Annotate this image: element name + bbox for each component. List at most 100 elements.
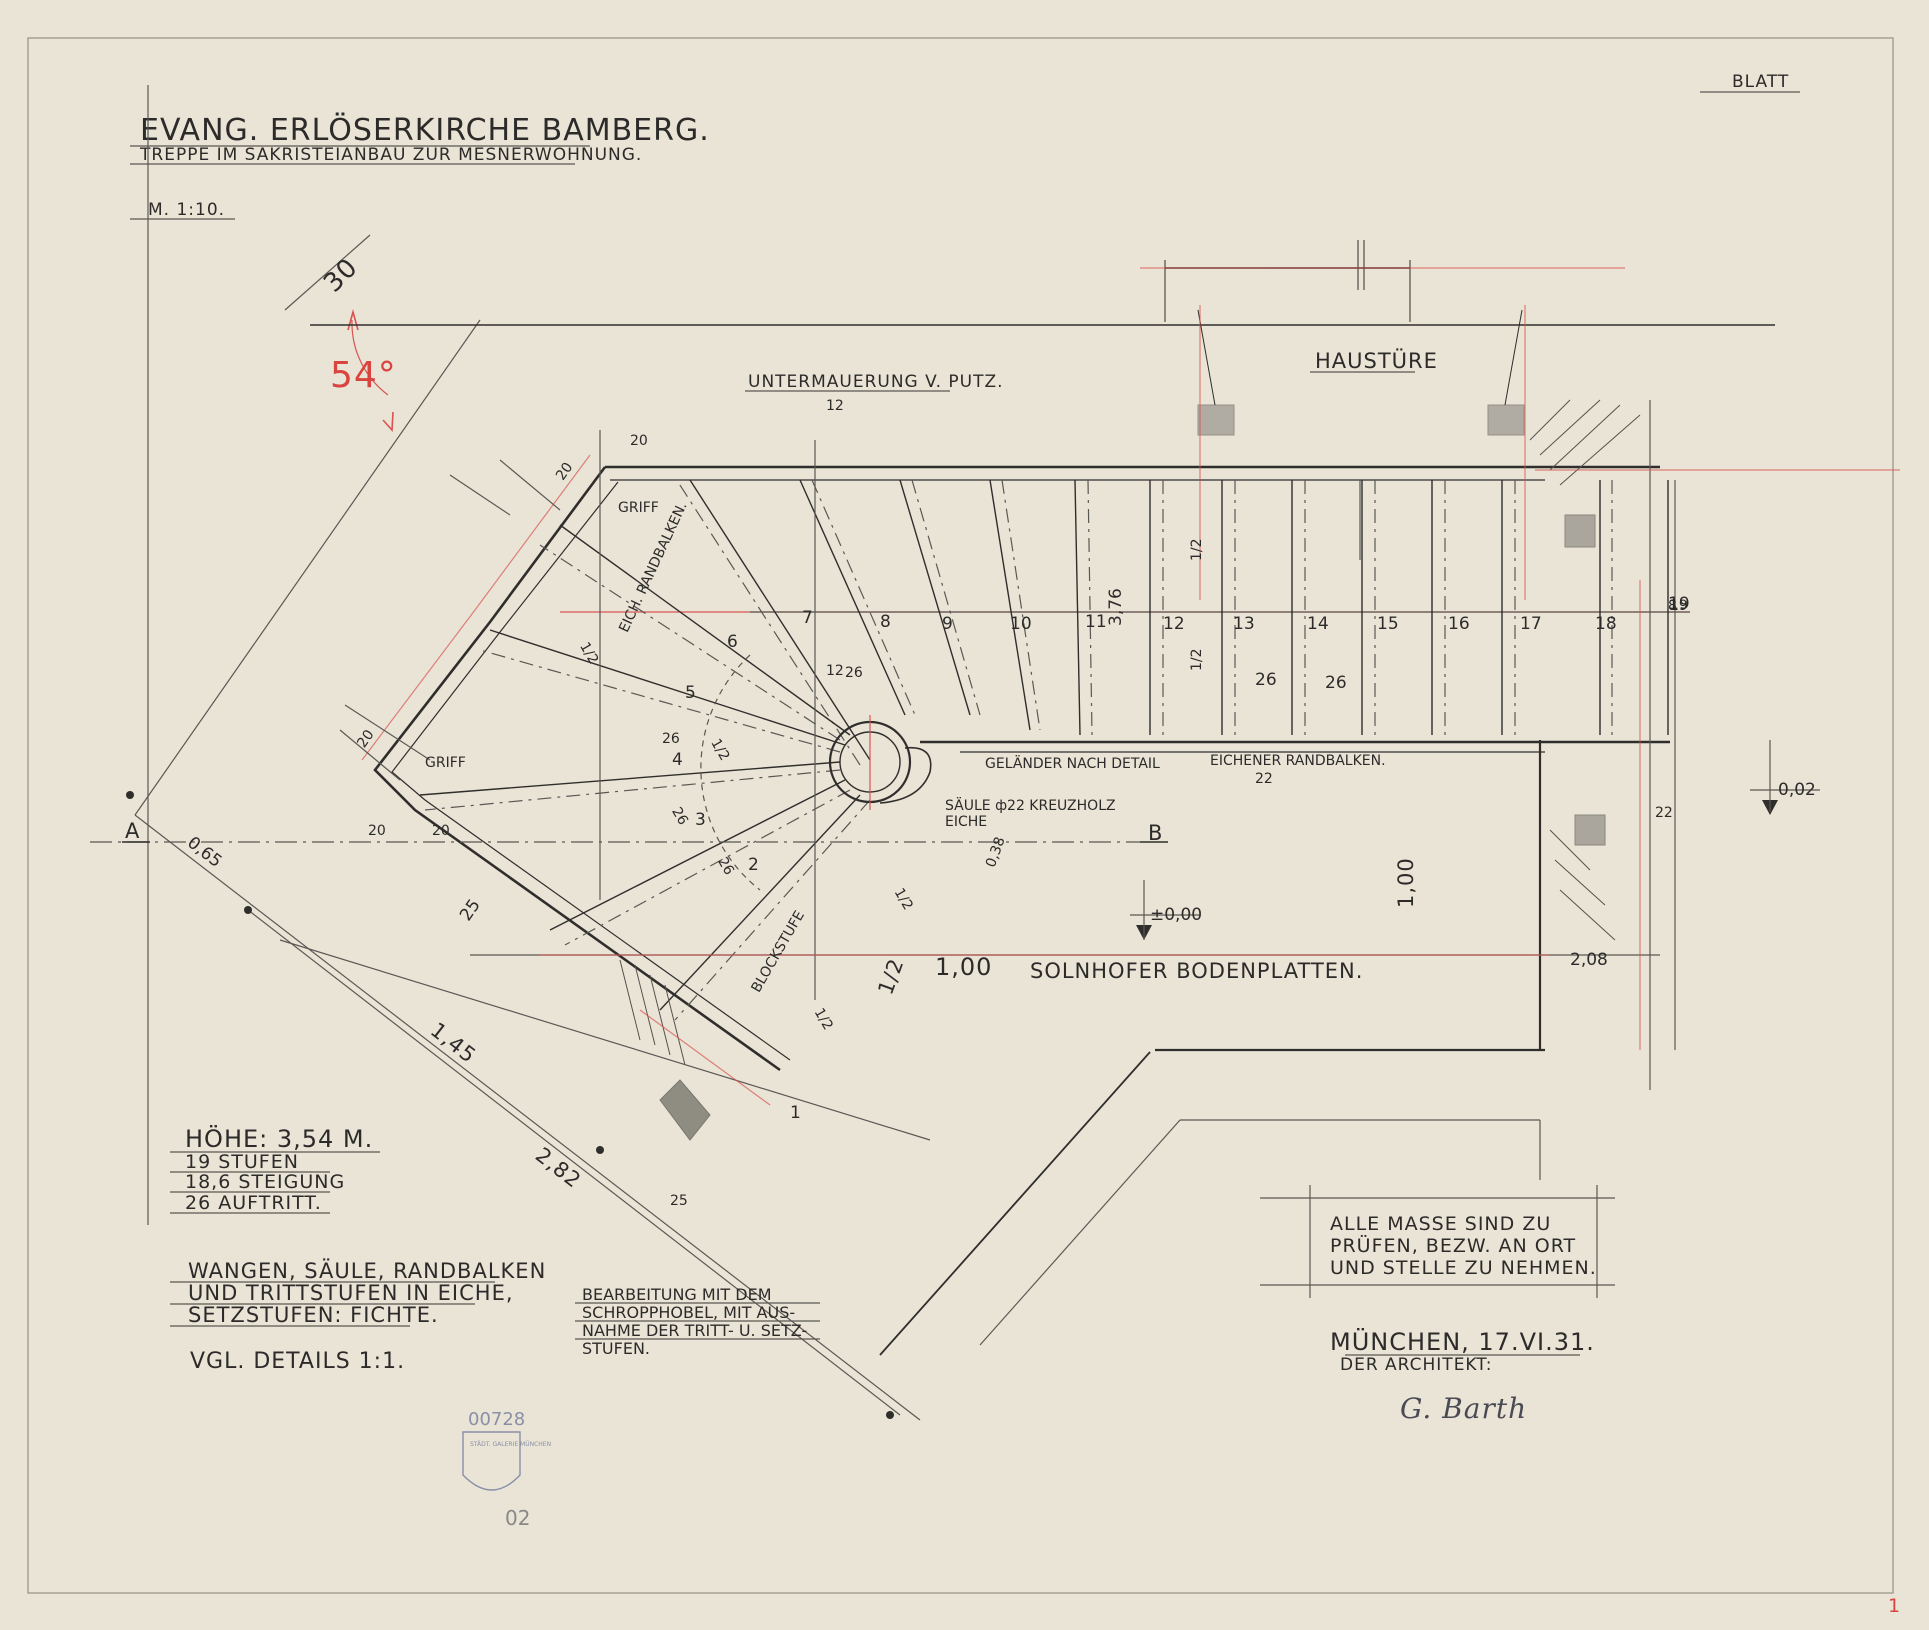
winder-tread xyxy=(419,761,841,796)
dim-tick xyxy=(449,474,511,516)
hatch xyxy=(1549,404,1621,471)
red-construction-lines xyxy=(540,267,1900,1106)
dimension-label: 26 xyxy=(845,665,863,681)
architect-signoff: MÜNCHEN, 17.VI.31. DER ARCHITEKT: G. Bar… xyxy=(1330,1327,1594,1425)
processing-note: BEARBEITUNG MIT DEM SCHROPPHOBEL, MIT AU… xyxy=(575,1285,820,1358)
dim-node xyxy=(244,906,252,914)
angle-arrow-top xyxy=(347,309,359,331)
edge-beam-dim: 22 xyxy=(1255,771,1273,787)
materials-details-ref: VGL. DETAILS 1:1. xyxy=(190,1349,405,1374)
dimension-label: 1,00 xyxy=(1394,857,1418,908)
diagonal-dimension-chains xyxy=(126,459,931,1421)
winder-tread xyxy=(424,769,841,811)
dimension-label: 20 xyxy=(432,823,450,839)
level-top-value: 0,02 xyxy=(1778,780,1816,800)
tread-line xyxy=(989,479,1031,731)
sheet-header: BLATT EVANG. ERLÖSERKIRCHE BAMBERG. TREP… xyxy=(130,72,1800,1225)
step-number: 5 xyxy=(685,683,696,703)
dim-node xyxy=(886,1411,894,1419)
spec-rise: 18,6 STEIGUNG xyxy=(185,1171,345,1193)
section-label-a: A xyxy=(125,819,140,843)
tread-line xyxy=(1074,479,1081,736)
notice-line-1: ALLE MASSE SIND ZU xyxy=(1330,1213,1551,1235)
winder-ghost-polygon xyxy=(361,454,591,761)
dimension-label: 20 xyxy=(368,823,386,839)
spec-height: HÖHE: 3,54 M. xyxy=(185,1124,373,1153)
material-notes: WANGEN, SÄULE, RANDBALKEN UND TRITTSTUFE… xyxy=(170,1258,545,1374)
section-line: A B xyxy=(90,819,1168,845)
processing-line-2: SCHROPPHOBEL, MIT AUS- xyxy=(582,1303,795,1322)
drawing-scale: M. 1:10. xyxy=(148,200,225,220)
angle-guide-line xyxy=(134,319,481,816)
level-marker-top: 0,02 xyxy=(1750,740,1820,815)
hatch xyxy=(619,959,641,1041)
stamp-institution: STÄDT. GALERIE MÜNCHEN xyxy=(470,1441,551,1448)
step-number: 18 xyxy=(1595,614,1617,634)
front-door-label: HAUSTÜRE xyxy=(1315,348,1438,373)
notice-line-3: UND STELLE ZU NEHMEN. xyxy=(1330,1257,1597,1279)
step-number: 15 xyxy=(1377,614,1399,634)
wall-pier-upper xyxy=(1564,514,1596,548)
winder-tread xyxy=(674,799,871,1021)
spec-steps: 19 STUFEN xyxy=(185,1151,299,1173)
architect-role: DER ARCHITEKT: xyxy=(1340,1355,1493,1375)
dimension-label: 26 xyxy=(668,805,691,829)
tread-line xyxy=(799,479,906,716)
level-zero-value: ±0,00 xyxy=(1150,905,1202,925)
section-label-b: B xyxy=(1148,821,1163,845)
central-column xyxy=(828,715,932,810)
step-number: 10 xyxy=(1010,614,1032,634)
dimension-label: 3,76 xyxy=(1106,588,1126,626)
dim-tick xyxy=(499,459,561,511)
dimension-label: 8 xyxy=(1668,598,1677,614)
step-number-labels: 1 2 3 4 5 6 7 8 9 10 11 12 13 14 15 16 1… xyxy=(672,594,1690,1123)
hatch xyxy=(1554,859,1606,906)
hatch xyxy=(1549,829,1591,871)
dim-node xyxy=(126,791,134,799)
sheet-label: BLATT xyxy=(1732,72,1789,92)
dimension-label: 1/2 xyxy=(1189,538,1205,561)
step-number: 16 xyxy=(1448,614,1470,634)
dimension-label: 26 xyxy=(662,731,680,747)
drawing-border xyxy=(27,37,1894,1594)
step-number: 14 xyxy=(1307,614,1329,634)
dimension-label: 26 xyxy=(1325,673,1347,693)
dim-tick xyxy=(339,729,401,781)
hatch xyxy=(649,974,671,1056)
tread-line xyxy=(899,479,971,716)
newel-block xyxy=(659,1079,711,1141)
spec-tread: 26 AUFTRITT. xyxy=(185,1192,322,1214)
plaster-dim: 12 xyxy=(826,398,844,414)
step-number: 11 xyxy=(1085,612,1107,632)
dimension-label: 20 xyxy=(630,433,648,449)
processing-line-3: NAHME DER TRITT- U. SETZ- xyxy=(582,1321,807,1340)
dimension-label: 12 xyxy=(826,663,844,679)
stair-specifications: HÖHE: 3,54 M. 19 STUFEN 18,6 STEIGUNG 26… xyxy=(170,1124,380,1214)
landing-slant-wall xyxy=(879,1051,1151,1356)
winder-outer-wall xyxy=(373,466,781,1072)
winder-tread xyxy=(659,794,861,1011)
angle-value: 54° xyxy=(330,355,397,396)
materials-line-3: SETZSTUFEN: FICHTE. xyxy=(188,1303,439,1327)
dim-tick xyxy=(344,704,431,761)
stair-plan: A B HAUSTÜRE xyxy=(90,240,1900,1421)
materials-line-2: UND TRITTSTUFEN IN EICHE, xyxy=(188,1281,514,1305)
dimension-label: 2,08 xyxy=(1570,950,1608,970)
dimension-label: 1,00 xyxy=(935,953,992,981)
door-jamb-slope-r xyxy=(1504,309,1523,406)
front-door: HAUSTÜRE xyxy=(1164,240,1525,436)
hatch xyxy=(634,964,656,1046)
dimension-label: 26 xyxy=(1255,670,1277,690)
processing-line-1: BEARBEITUNG MIT DEM xyxy=(582,1285,772,1304)
step-number: 13 xyxy=(1233,614,1255,634)
dimension-label: 25 xyxy=(670,1193,688,1209)
dimension-label: 19 xyxy=(1670,598,1688,614)
hatch xyxy=(1529,399,1571,441)
step-number: 4 xyxy=(672,750,683,770)
dimension-label: 1/2 xyxy=(1189,648,1205,671)
dimension-label: 26 xyxy=(714,855,737,879)
winder-tread xyxy=(539,544,841,741)
sheet-subtitle: TREPPE IM SAKRISTEIANBAU ZUR MESNERWOHNU… xyxy=(139,145,642,165)
